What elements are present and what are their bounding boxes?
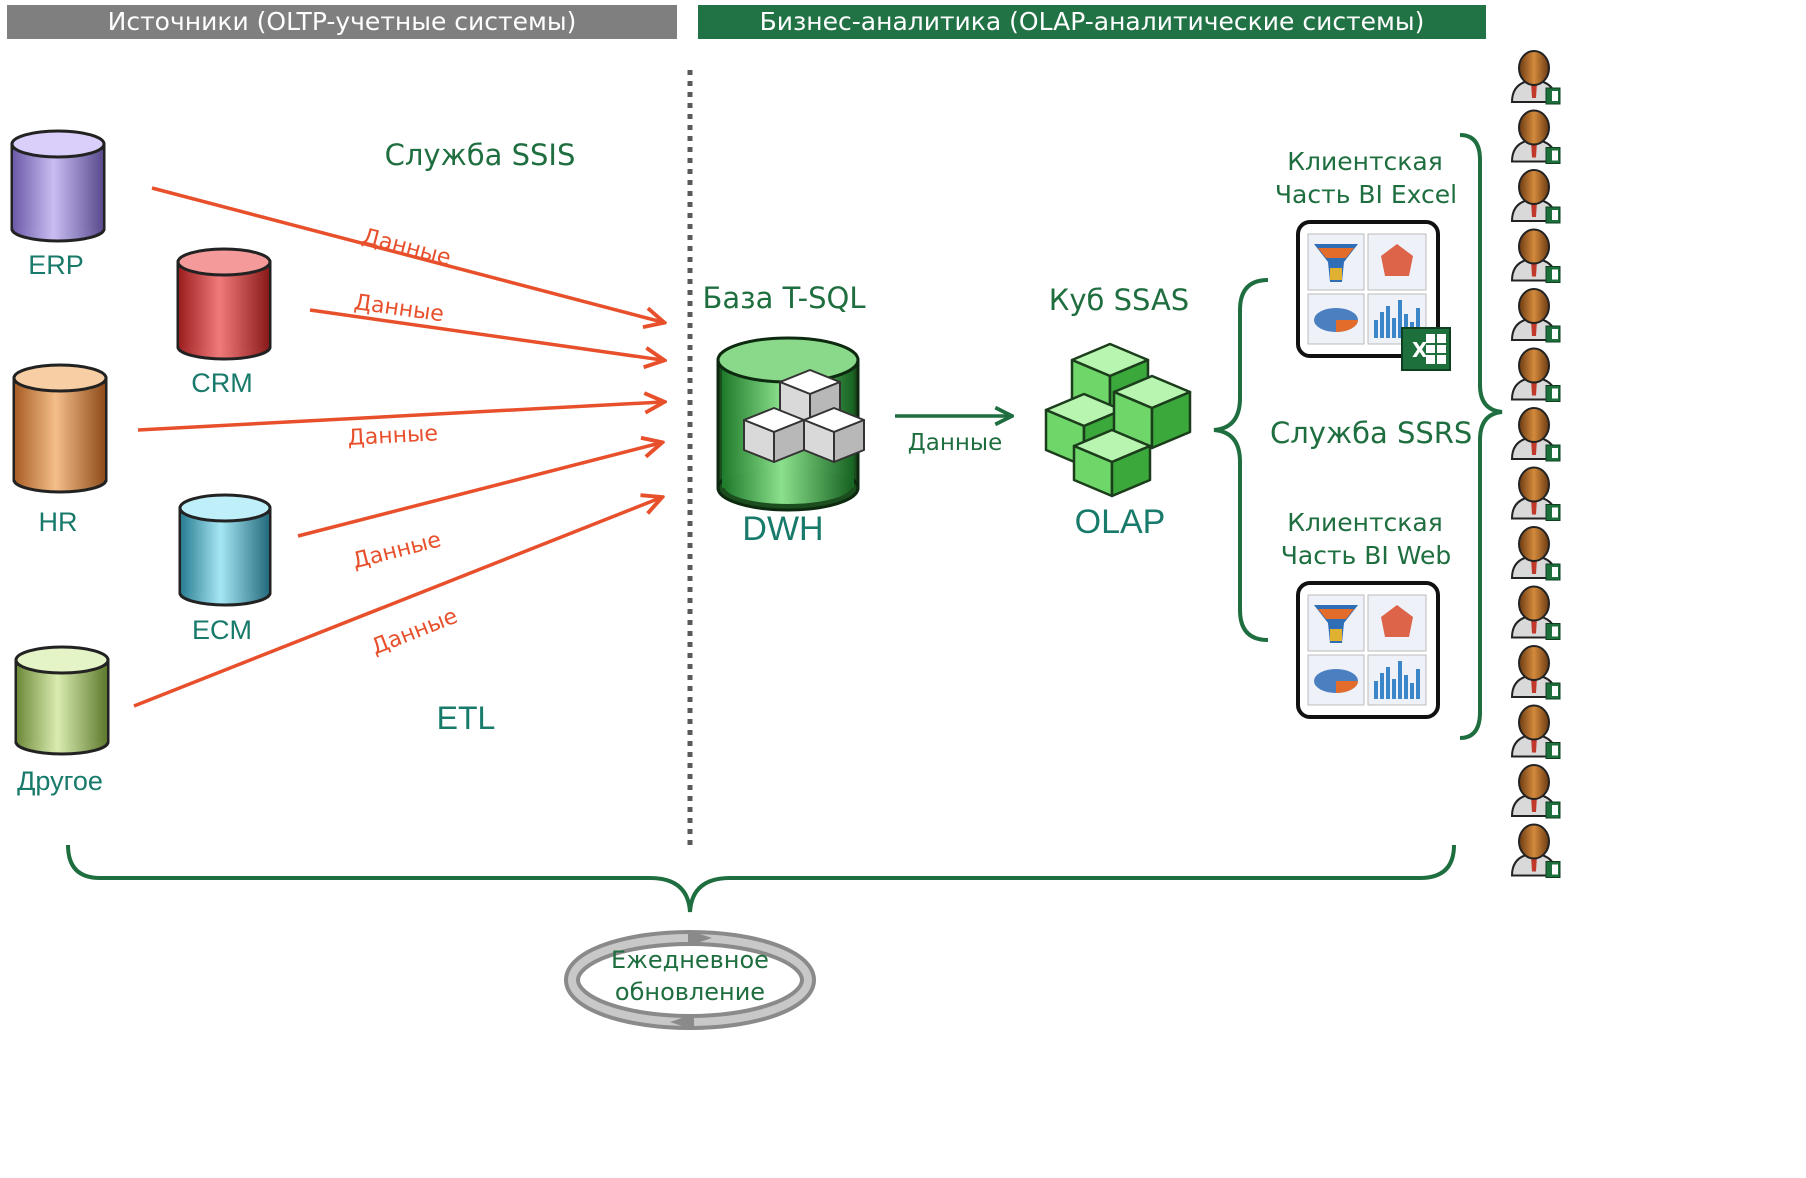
excel-badge-text: X [1412,338,1428,362]
dwh-caption: База T-SQL [702,281,866,315]
user-excel-icon [1510,347,1561,402]
user-excel-icon [1510,407,1561,462]
users-column [1510,50,1561,878]
hr-label: HR [38,507,78,537]
erp-database-icon [10,129,106,243]
bottom-brace [66,844,1456,913]
erp-arrow [151,186,662,322]
ssrs-brace [1213,278,1269,642]
dwh-database-icon [716,336,865,512]
user-excel-icon [1510,823,1561,878]
web-client-line2: Часть BI Web [1280,541,1452,570]
ecm-database-icon [178,493,272,607]
other-database-icon [14,645,110,756]
dwh-label: DWH [742,510,824,548]
ecm-arrow [297,443,660,538]
excel-client-line1: Клиентская [1287,147,1443,176]
user-excel-icon [1510,526,1561,581]
olap-label: OLAP [1074,503,1166,541]
user-excel-icon [1510,109,1561,164]
erp-label: ERP [28,250,84,280]
user-excel-icon [1510,288,1561,343]
user-excel-icon [1510,50,1561,105]
ssrs-service-label: Служба SSRS [1270,416,1473,450]
olap-cube-icon [1044,342,1192,498]
dwh-olap-data-label: Данные [907,430,1003,456]
hr-arrow [137,402,662,432]
crm-arrow [309,308,662,360]
excel-client-line2: Часть BI Excel [1274,180,1458,209]
etl-label: ETL [436,700,496,736]
user-excel-icon [1510,228,1561,283]
ssis-service-label: Служба SSIS [384,138,576,172]
web-report-icon [1296,581,1440,719]
daily-update-line1: Ежедневное [611,946,769,974]
bi-header-text: Бизнес-аналитика (OLAP-аналитические сис… [759,7,1425,36]
users-brace [1459,133,1503,740]
sources-header-text: Источники (OLTP-учетные системы) [107,7,577,36]
web-client-line1: Клиентская [1287,508,1443,537]
user-excel-icon [1510,585,1561,640]
user-excel-icon [1510,169,1561,224]
user-excel-icon [1510,704,1561,759]
excel-report-icon: X [1296,220,1451,371]
bi-header: Бизнес-аналитика (OLAP-аналитические сис… [698,5,1486,39]
daily-update-line2: обновление [614,978,766,1006]
crm-database-icon [176,247,272,361]
crm-label: CRM [191,368,253,398]
olap-caption: Куб SSAS [1048,283,1190,317]
hr-database-icon [12,363,108,494]
hr-data-label: Данные [347,421,439,451]
sources-header: Источники (OLTP-учетные системы) [7,5,677,39]
user-excel-icon [1510,764,1561,819]
ecm-label: ECM [192,615,252,645]
other-label: Другое [17,766,103,796]
refresh-cycle-icon [564,930,816,1030]
other-arrow [133,498,660,708]
user-excel-icon [1510,645,1561,700]
user-excel-icon [1510,466,1561,521]
